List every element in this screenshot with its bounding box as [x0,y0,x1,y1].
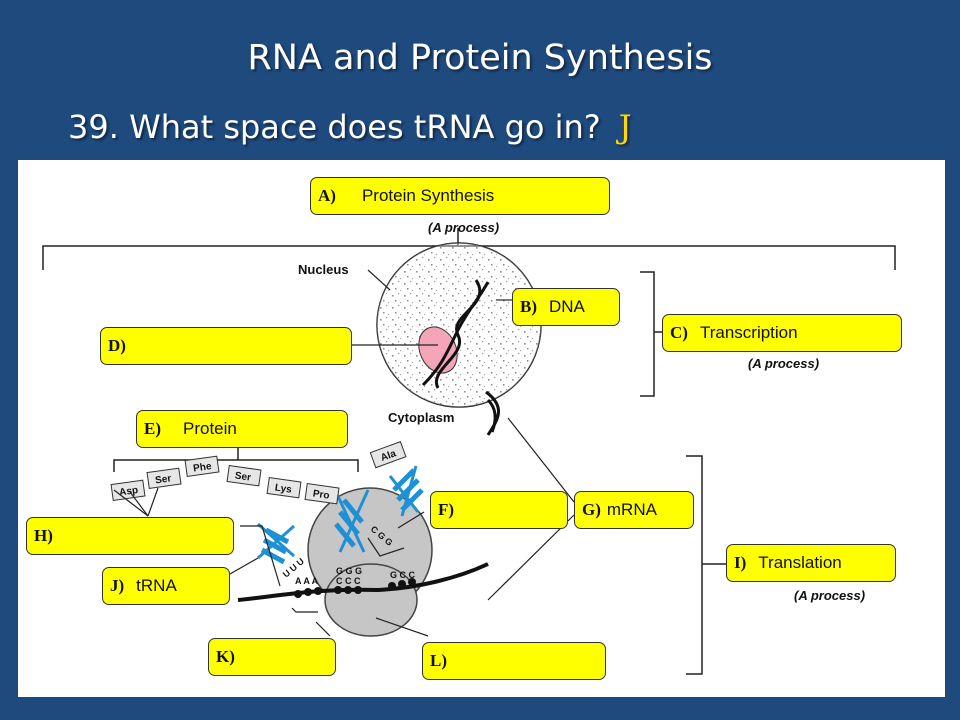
amino-acid-label: Ser [234,471,252,484]
a-process-label-c: (A process) [748,356,820,371]
box-j-letter: J) [110,576,125,595]
protein-bracket [113,459,359,472]
box-c-text: Transcription [699,323,798,342]
box-k-letter: K) [216,647,235,666]
amino-acid-label: Phe [193,461,213,475]
box-j-text: tRNA [136,576,177,595]
amino-acid-block [110,479,146,501]
amino-acid-label: Asp [119,485,139,499]
dna-helix [421,279,500,436]
amino-acid-block [304,483,340,505]
mrna-bases-right: G C C [390,570,416,580]
amino-acid-block [266,477,302,499]
box-d-letter: D) [108,336,126,355]
box-i-letter: I) [734,553,747,572]
amino-acid-block [226,465,262,487]
box-g-text: mRNA [606,500,657,519]
box-e-letter: E) [144,419,161,438]
question: 39. What space does tRNA go in? J [68,108,632,146]
box-l[interactable]: L) [422,642,606,680]
box-g[interactable]: G) mRNA [574,491,694,529]
box-b-text: DNA [549,297,585,316]
a-process-label-i: (A process) [794,588,866,603]
transcription-bracket [640,271,655,397]
box-a[interactable]: A) Protein Synthesis [310,177,610,215]
box-a-text: Protein Synthesis [361,186,495,205]
slide-title: RNA and Protein Synthesis [247,38,713,78]
translation-bracket [686,455,703,675]
box-h-letter: H) [34,526,53,545]
box-i[interactable]: I) Translation [726,544,896,582]
box-b[interactable]: B) DNA [512,288,620,326]
box-i-text: Translation [758,553,842,572]
box-k[interactable]: K) [208,638,336,676]
amino-acid-label: Ser [155,473,173,486]
amino-acid-label: Lys [274,483,293,496]
box-e[interactable]: E) Protein [136,410,348,448]
box-c-letter: C) [670,323,688,342]
amino-acid-label: Pro [312,489,330,502]
amino-acid-block [184,455,220,477]
anticodon-middle: G G G [336,566,362,576]
a-process-label-a: (A process) [428,220,500,235]
mrna-strand [486,398,497,433]
diagram-graphics: Asp Ser Phe Ser Lys Pro Ala U U U G G G … [42,228,896,675]
nucleus-label: Nucleus [298,262,349,277]
box-j[interactable]: J) tRNA [102,567,230,605]
mrna-bases-left: A A A [295,576,319,586]
box-e-text: Protein [183,419,237,438]
cytoplasm-label: Cytoplasm [388,410,455,425]
amino-acid-block [369,441,407,469]
amino-acid-block [146,467,182,489]
box-a-letter: A) [318,186,336,205]
box-g-letter: G) [582,500,601,519]
box-f-letter: F) [438,500,455,519]
question-text: 39. What space does tRNA go in? [68,108,601,146]
answer-letter: J [618,108,632,146]
box-h[interactable]: H) [26,517,234,555]
mrna-bases-middle: C C C [336,576,361,586]
box-l-letter: L) [430,651,447,670]
box-f[interactable]: F) [430,491,568,529]
diagram-panel: Asp Ser Phe Ser Lys Pro Ala U U U G G G … [18,160,945,697]
box-d[interactable]: D) [100,327,352,365]
ribosome-small-subunit [324,563,418,637]
amino-acid-label: Ala [379,448,398,464]
box-b-letter: B) [520,297,537,316]
mrna-on-ribosome [237,562,489,602]
box-c[interactable]: C) Transcription [662,314,902,352]
